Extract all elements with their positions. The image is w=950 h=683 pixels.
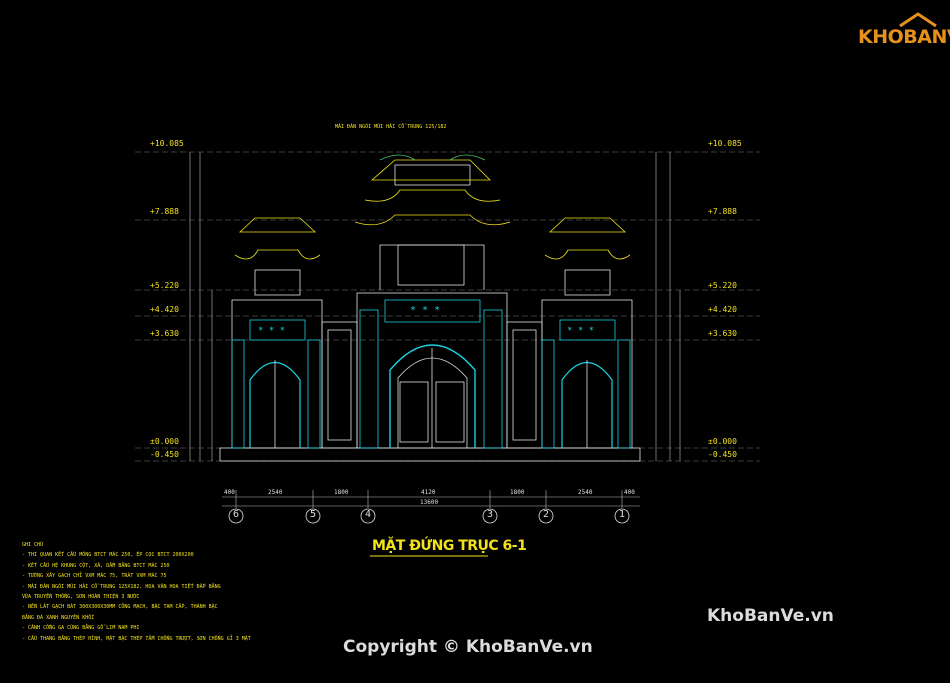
note-line: - THI QUAN KẾT CẤU MÓNG BTCT MÁC 250, ÉP… <box>22 552 194 559</box>
roof-note: MÁI ĐÁN NGÓI MŨI HÀI CỔ TRUNG 125/182 <box>335 124 447 130</box>
dimension-label: 4120 <box>421 489 436 496</box>
axis-bubbles <box>228 508 630 524</box>
drawing-title: MẶT ĐỨNG TRỤC 6-1 <box>372 538 527 554</box>
level-label: +5.220 <box>708 281 737 290</box>
note-line: - KẾT CẤU HỆ KHUNG CỘT, XÀ, DẦM BẰNG BTC… <box>22 562 170 569</box>
axis-label: 2 <box>542 509 550 520</box>
house-roof-icon <box>899 12 937 28</box>
watermark-right: KhoBanVe.vn <box>707 606 834 626</box>
brand-logo: KHOBANVE <box>852 12 950 52</box>
axis-label: 5 <box>309 509 317 520</box>
level-label: +3.630 <box>150 329 179 338</box>
horizontal-dimension-lines <box>222 490 640 508</box>
vertical-dimension-lines <box>189 152 681 461</box>
axis-label: 1 <box>618 509 626 520</box>
dimension-label: 400 <box>624 489 635 496</box>
watermark-center: Copyright © KhoBanVe.vn <box>343 637 593 657</box>
note-line: - CẦU THANG BẰNG THÉP HÌNH, MẶT BẬC THÉP… <box>22 635 251 642</box>
dimension-label: 1800 <box>510 489 525 496</box>
notes-heading: GHI CHÚ <box>22 542 44 548</box>
level-label: +7.888 <box>708 207 737 216</box>
level-label: -0.450 <box>150 450 179 459</box>
dimension-total: 13600 <box>420 499 439 506</box>
brand-logo-text: KHOBANVE <box>858 26 950 48</box>
svg-text:* * *: * * * <box>258 326 285 336</box>
left-side-gate: * * * <box>231 217 323 449</box>
axis-label: 4 <box>364 509 372 520</box>
svg-text:* * *: * * * <box>567 326 594 336</box>
level-label: +10.085 <box>708 139 742 148</box>
ground-plinth <box>219 447 641 462</box>
note-line: - CÁNH CỔNG GA CÙNG BẰNG GỖ LIM NAM PHI <box>22 625 140 632</box>
level-label: ±0.000 <box>708 437 737 446</box>
note-line: - NỀN LÁT GẠCH BÁT 300X300X30MM CÔNG MẠC… <box>22 604 218 611</box>
dimension-label: 1800 <box>334 489 349 496</box>
note-line: - TƯỜNG XÂY GẠCH CHỈ VXM MÁC 75, TRÁT VX… <box>22 573 167 580</box>
level-label: -0.450 <box>708 450 737 459</box>
level-label: +10.085 <box>150 139 184 148</box>
level-label: +3.630 <box>708 329 737 338</box>
dimension-label: 400 <box>224 489 235 496</box>
level-label: +5.220 <box>150 281 179 290</box>
axis-label: 6 <box>232 509 240 520</box>
level-label: +4.420 <box>150 305 179 314</box>
note-line: VỮA TRUYỀN THỐNG, SƠN HOÀN THIỆN 3 NƯỚC <box>22 594 140 601</box>
connecting-walls <box>321 321 543 449</box>
svg-text:* * *: * * * <box>410 305 440 316</box>
note-line: BẰNG ĐÁ XANH NGUYÊN KHỐI <box>22 614 95 621</box>
right-side-gate: * * * <box>541 217 633 449</box>
dimension-label: 2540 <box>268 489 283 496</box>
axis-label: 3 <box>486 509 494 520</box>
level-label: ±0.000 <box>150 437 179 446</box>
central-gate: * * * <box>354 154 511 449</box>
dimension-label: 2540 <box>578 489 593 496</box>
note-line: - MÁI ĐÁN NGÓI MŨI HÀI CỔ TRUNG 125X182,… <box>22 583 221 590</box>
level-label: +4.420 <box>708 305 737 314</box>
general-notes: GHI CHÚ - THI QUAN KẾT CẤU MÓNG BTCT MÁC… <box>22 540 292 644</box>
level-lines <box>135 151 760 462</box>
level-label: +7.888 <box>150 207 179 216</box>
